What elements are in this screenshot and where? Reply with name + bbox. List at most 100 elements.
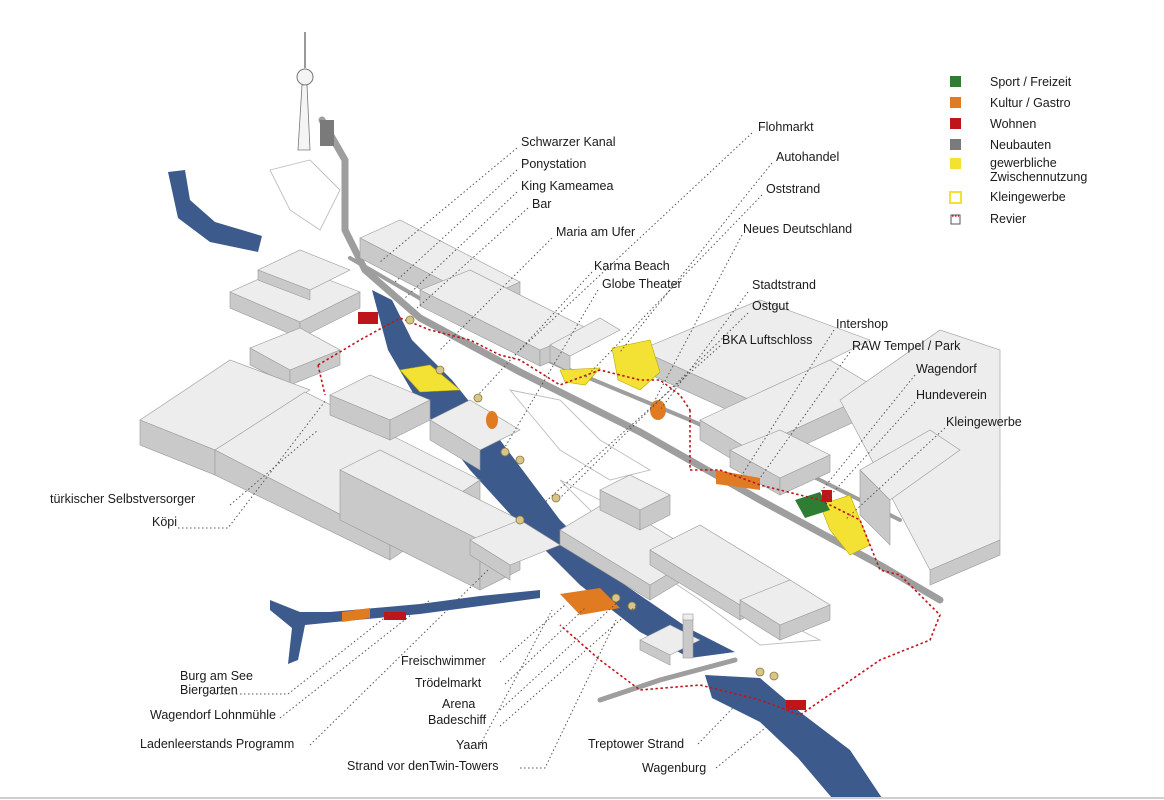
building-block: [859, 429, 961, 546]
neubauten-block: [320, 120, 334, 146]
kultur-spot: [650, 400, 666, 420]
label-arena: Arena: [442, 697, 475, 711]
label-stadtstrand: Stadtstrand: [752, 278, 816, 292]
building-block: [329, 374, 431, 441]
leader-line: [499, 605, 637, 727]
legend-label: Kleingewerbe: [990, 190, 1066, 204]
legend-label: Revier: [990, 212, 1026, 226]
legend-label: Wohnen: [990, 117, 1036, 131]
label-badeschiff: Badeschiff: [428, 713, 487, 727]
legend-item-wohnen: Wohnen: [950, 117, 1036, 131]
tv-tower: [296, 32, 314, 151]
buildings-left-bank: [139, 249, 561, 591]
map-labels: Schwarzer Kanal Ponystation King Kameame…: [50, 120, 1022, 775]
legend-swatch: [950, 139, 961, 150]
venue-marker-icon: [405, 315, 415, 325]
label-wagendorf: Wagendorf: [916, 362, 977, 376]
revier-boundaries: [317, 317, 941, 716]
label-treptower-strand: Treptower Strand: [588, 737, 684, 751]
building-block: [257, 249, 351, 301]
revier-boundary-east: [559, 410, 941, 716]
legend-item-kleingewerbe: Kleingewerbe: [949, 190, 1066, 204]
legend-item-kultur: Kultur / Gastro: [950, 96, 1071, 110]
venue-marker-icon: [755, 667, 765, 677]
legend: Sport / Freizeit Kultur / Gastro Wohnen …: [949, 75, 1087, 226]
legend-label: gewerbliche: [990, 156, 1057, 170]
label-flohmarkt: Flohmarkt: [758, 120, 814, 134]
sport-area: [795, 492, 830, 518]
legend-swatch: [950, 158, 961, 169]
label-intershop: Intershop: [836, 317, 888, 331]
label-ladenleerstands-programm: Ladenleerstands Programm: [140, 737, 294, 751]
label-biergarten: Biergarten: [180, 683, 238, 697]
leader-line: [499, 604, 566, 663]
venue-marker-icon: [473, 393, 483, 403]
leader-line: [414, 207, 529, 311]
label-neues-deutschland: Neues Deutschland: [743, 222, 852, 236]
legend-item-sport: Sport / Freizeit: [950, 75, 1072, 89]
leader-line: [212, 611, 393, 695]
legend-label-line2: Zwischennutzung: [990, 170, 1087, 184]
leader-line: [309, 569, 489, 746]
leader-line: [654, 234, 743, 401]
legend-swatch: [950, 76, 961, 87]
twin-towers: [639, 613, 701, 666]
zwischennutzung-area: [819, 494, 871, 556]
building-block: [639, 299, 871, 421]
wohnen-spot: [358, 312, 378, 324]
revier-boundary-west: [317, 364, 326, 396]
label-king-kameamea: King Kameamea: [521, 179, 613, 193]
label-autohandel: Autohandel: [776, 150, 839, 164]
street-mid: [508, 389, 652, 481]
street-upper: [269, 159, 341, 231]
kultur-area: [560, 588, 620, 615]
legend-item-zwischennutzung: gewerbliche Zwischennutzung: [950, 156, 1087, 184]
rail-bridge-lower: [597, 657, 738, 703]
label-oststrand: Oststrand: [766, 182, 820, 196]
venue-marker-icon: [515, 455, 525, 465]
building-block: [429, 399, 521, 471]
building-block: [599, 474, 671, 531]
label-freischwimmer: Freischwimmer: [401, 654, 486, 668]
leader-line: [504, 289, 599, 448]
building-block: [739, 579, 831, 641]
leader-line: [499, 599, 621, 711]
wohnen-spot: [384, 612, 406, 620]
label-ostgut: Ostgut: [752, 299, 789, 313]
rail-main: [318, 116, 944, 604]
leader-line: [504, 607, 586, 685]
tv-tower-sphere: [296, 68, 314, 86]
kultur-spot: [486, 411, 498, 429]
leader-line: [178, 399, 327, 529]
venue-marker-icon: [611, 593, 621, 603]
leader-line: [479, 609, 553, 746]
venue-marker-icon: [551, 493, 561, 503]
leader-line: [827, 401, 916, 499]
label-strand-twin-towers: Strand vor denTwin-Towers: [347, 759, 498, 773]
leader-line: [404, 191, 518, 299]
legend-swatch: [949, 191, 962, 204]
label-bar: Bar: [532, 197, 551, 211]
leader-line: [584, 194, 763, 379]
venue-marker-icon: [500, 447, 510, 457]
label-wagenburg: Wagenburg: [642, 761, 706, 775]
label-hundeverein: Hundeverein: [916, 388, 987, 402]
leader-line: [759, 351, 851, 479]
venue-marker-icon: [435, 365, 445, 375]
legend-label: Kultur / Gastro: [990, 96, 1071, 110]
zwischennutzung-area: [399, 364, 461, 393]
leader-line: [379, 147, 518, 263]
legend-swatch: [950, 97, 961, 108]
leader-line: [715, 705, 793, 769]
canal-upper-left: [168, 170, 262, 252]
legend-label: Sport / Freizeit: [990, 75, 1072, 89]
leader-line: [520, 619, 617, 769]
venue-marker-icon: [515, 515, 525, 525]
label-tuerkischer-selbstversorger: türkischer Selbstversorger: [50, 492, 195, 506]
label-maria-am-ufer: Maria am Ufer: [556, 225, 635, 239]
legend-swatch: [950, 118, 961, 129]
tv-tower-shaft: [297, 84, 311, 151]
label-yaam: Yaam: [456, 738, 488, 752]
label-schwarzer-kanal: Schwarzer Kanal: [521, 135, 616, 149]
label-wagendorf-lohnmuehle: Wagendorf Lohnmühle: [150, 708, 276, 722]
